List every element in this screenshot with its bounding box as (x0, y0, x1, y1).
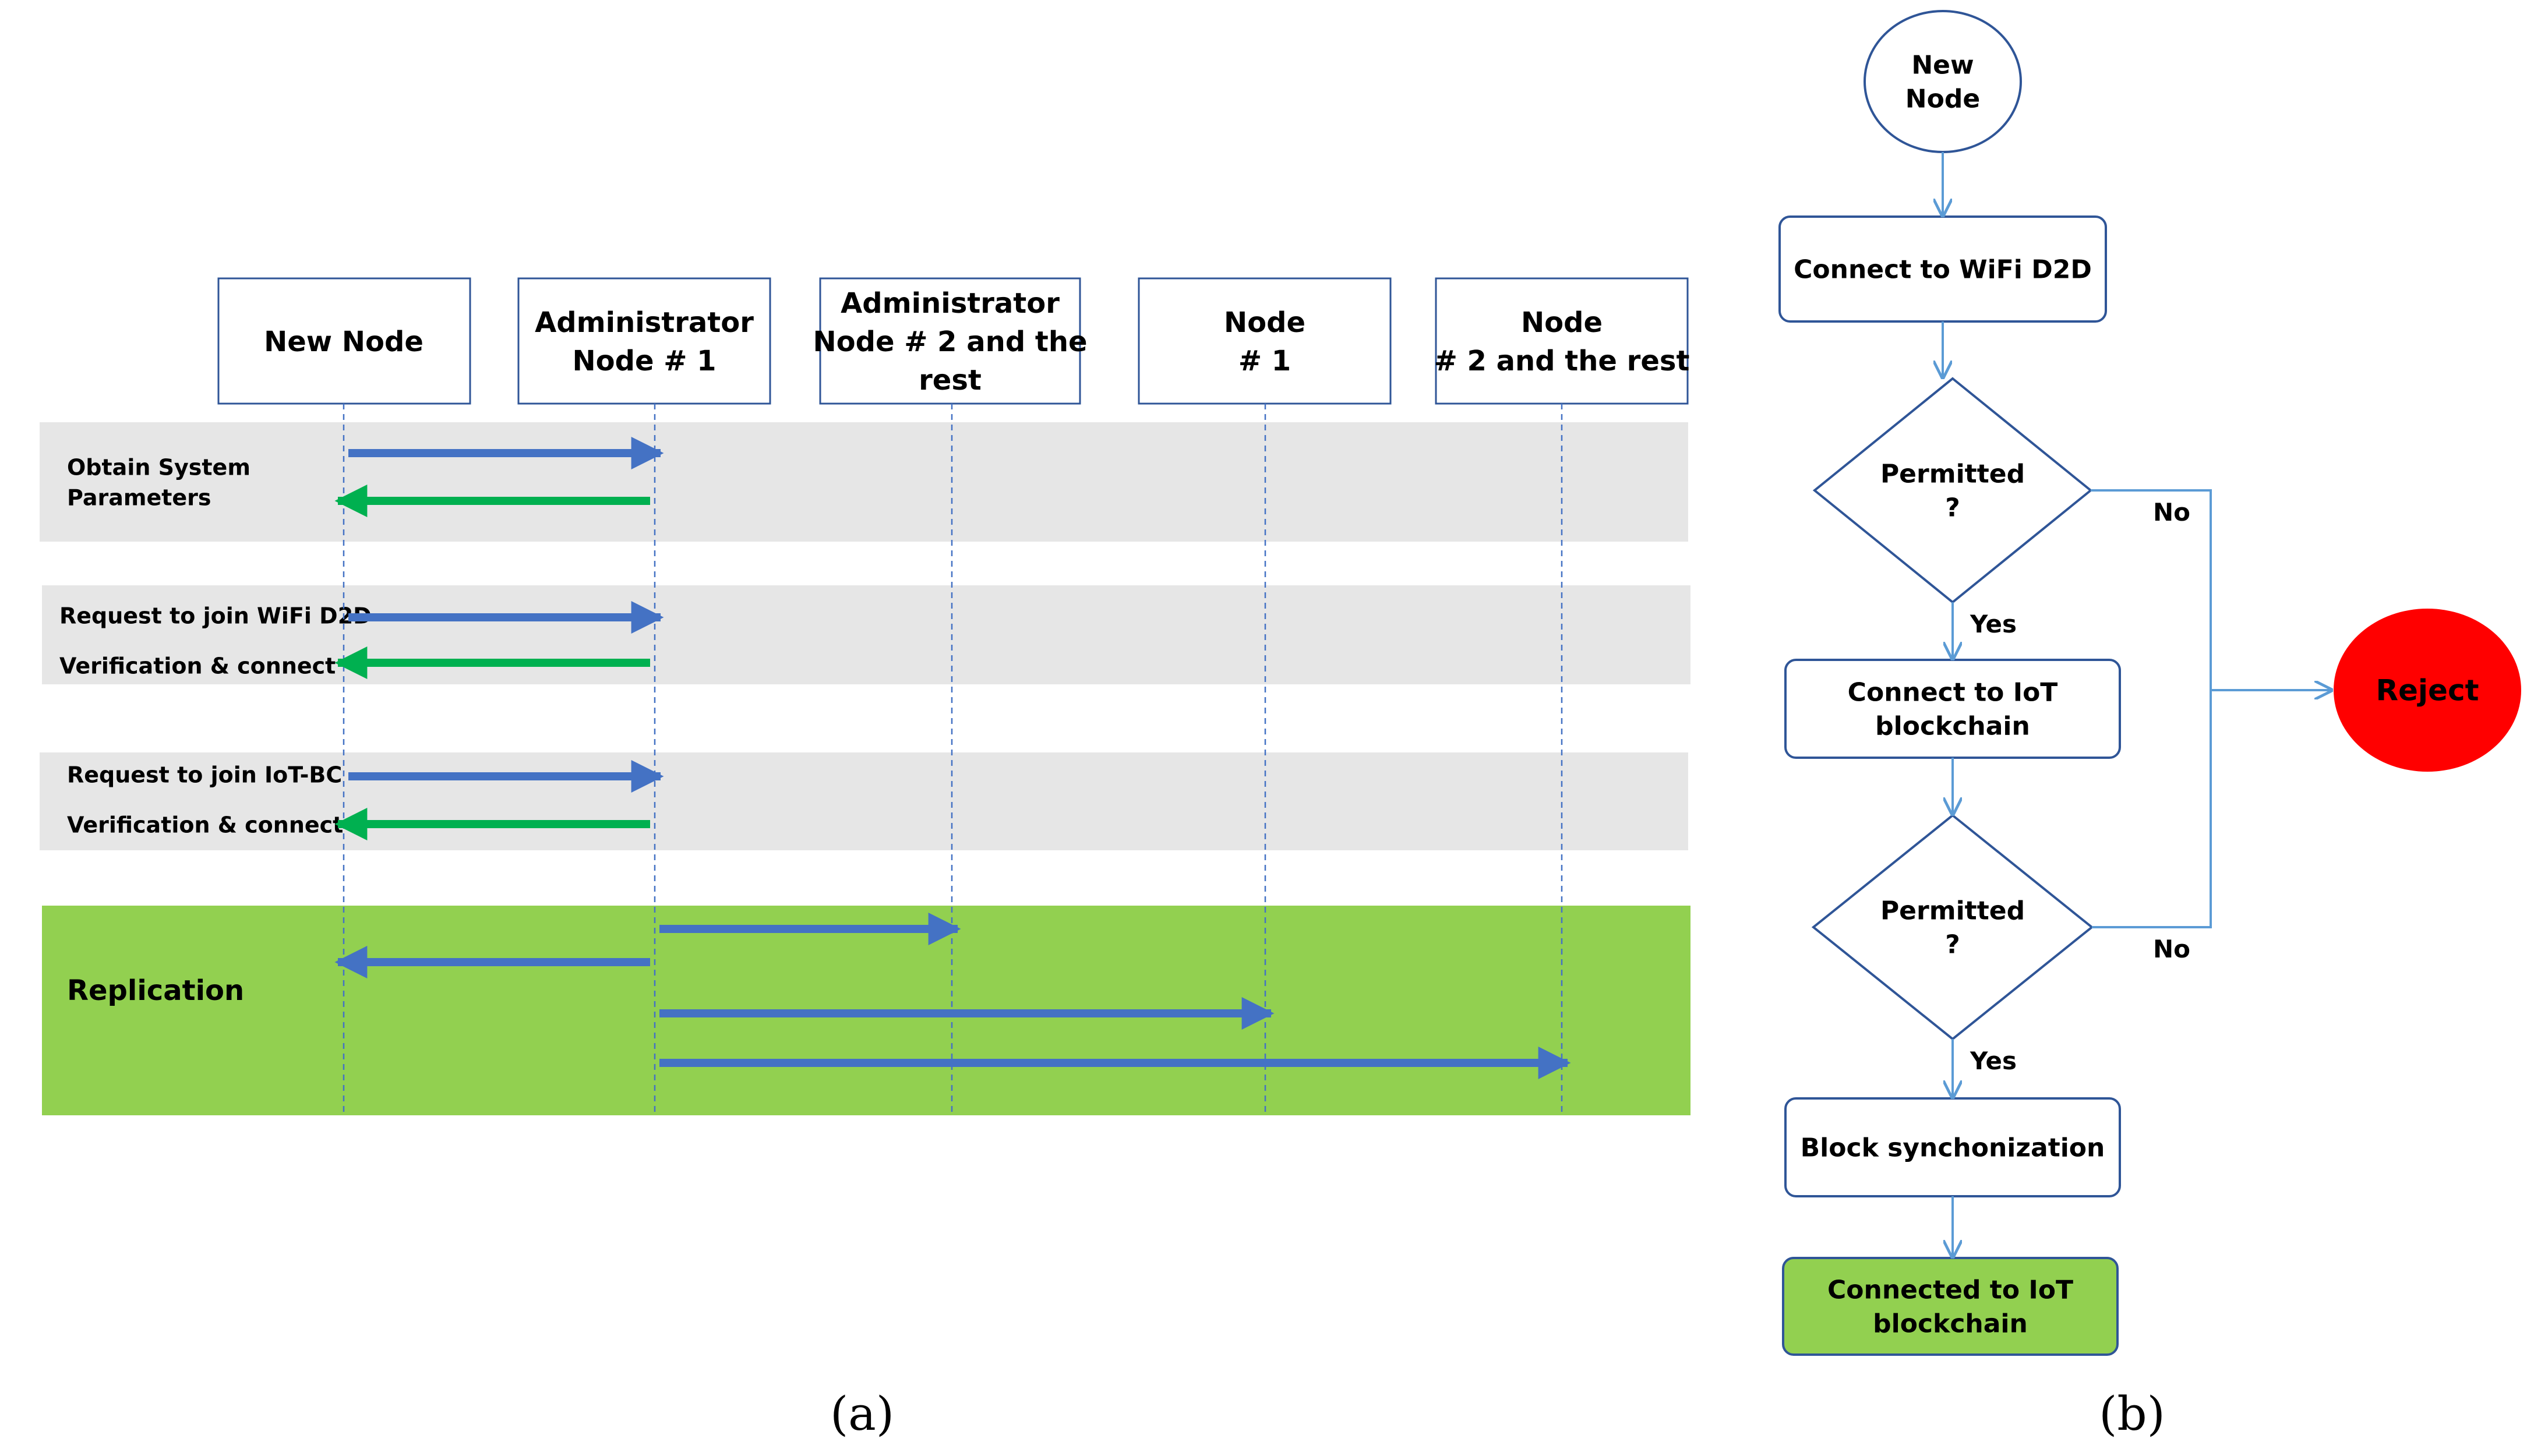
phase-label-obtain-line: Parameters (67, 485, 211, 510)
flow-label-connect_iot-line: blockchain (1875, 711, 2030, 741)
flow-label-perm2: Permitted? (1880, 896, 2025, 959)
flow-node-connect_iot (1784, 659, 2121, 759)
participant-label-admin1-line: Administrator (535, 306, 754, 339)
flow-label-connect_iot: Connect to IoT blockchain (1848, 677, 2058, 741)
flow-node-perm1 (1812, 377, 2093, 604)
participant-label-admin2-line: rest (919, 364, 982, 397)
flow-label-start-line: New (1911, 50, 1974, 80)
flow-label-connected-line: Connected to IoT (1827, 1275, 2073, 1305)
flow-label-block_sync-line: Block synchonization (1801, 1133, 2105, 1162)
flow-label-perm2-line: Permitted (1880, 896, 2025, 925)
flow-edge-perm2-to-reject (2092, 689, 2331, 928)
flow-label-perm2-line: ? (1945, 930, 1960, 959)
flow-edge-label-yes: Yes (1970, 1047, 2017, 1075)
phase-label-iotbc-line: Verification & connect (67, 812, 343, 837)
phase-label-wifi-line: Request to join WiFi D2D (59, 603, 372, 628)
flow-label-perm1-line: Permitted (1880, 459, 2025, 489)
participant-label-node2: Node # 2 and the rest (1434, 306, 1690, 377)
phase-label-iotbc: Request to join IoT-BC Verification & con… (67, 762, 343, 837)
participant-label-new-line: New Node (264, 326, 423, 358)
flow-edge-label-no: No (2153, 498, 2190, 526)
flow-node-perm2 (1811, 814, 2094, 1041)
phase-label-wifi: Request to join WiFi D2D Verification & c… (59, 603, 372, 678)
participant-box-node2 (1435, 277, 1689, 405)
participant-label-new: New Node (264, 326, 423, 358)
participant-label-node2-line: # 2 and the rest (1434, 345, 1690, 377)
participant-label-node1-line: # 1 (1238, 345, 1291, 377)
flow-label-connect_wifi: Connect to WiFi D2D (1794, 255, 2092, 284)
flow-label-connect_wifi-line: Connect to WiFi D2D (1794, 255, 2092, 284)
participant-label-node2-line: Node (1521, 306, 1603, 339)
flow-edge-perm1-to-reject (2091, 489, 2331, 690)
phase-label-wifi-line: Verification & connect (59, 653, 336, 678)
flow-label-start-line: Node (1905, 84, 1980, 114)
flow-node-reject (2334, 609, 2521, 772)
participant-label-admin2-line: Node # 2 and the (813, 326, 1087, 358)
phase-label-iotbc-line: Request to join IoT-BC (67, 762, 342, 787)
phase-label-obtain-line: Obtain System (67, 454, 250, 480)
flow-label-block_sync: Block synchonization (1801, 1133, 2105, 1162)
participant-box-admin2 (819, 277, 1081, 405)
flow-edge-label-yes: Yes (1970, 610, 2017, 638)
flow-label-connected-line: blockchain (1873, 1309, 2028, 1338)
flow-node-connected (1782, 1257, 2119, 1356)
participant-box-node1 (1138, 277, 1392, 405)
participant-label-node1-line: Node (1224, 306, 1305, 339)
phase-band-obtain (40, 422, 1688, 542)
phase-label-replication-line: Replication (67, 974, 244, 1007)
flow-label-connected: Connected to IoT blockchain (1827, 1275, 2073, 1338)
flow-label-perm1: Permitted? (1880, 459, 2025, 522)
flow-label-reject: Reject (2376, 674, 2479, 708)
participant-box-new (217, 277, 471, 405)
phase-band-wifi (42, 585, 1690, 684)
participant-label-admin1-line: Node # 1 (572, 345, 716, 377)
flow-edge-label-no: No (2153, 935, 2190, 963)
phase-label-replication: Replication (67, 974, 244, 1007)
caption-a: (a) (830, 1387, 894, 1441)
flow-label-connect_iot-line: Connect to IoT (1848, 677, 2058, 707)
participant-label-admin2-line: Administrator (841, 287, 1060, 320)
flow-label-reject-line: Reject (2376, 674, 2479, 708)
phase-band-iotbc (40, 752, 1688, 850)
flow-label-perm1-line: ? (1945, 493, 1960, 522)
caption-b: (b) (2099, 1387, 2165, 1441)
flow-node-start (1864, 10, 2022, 153)
participant-label-node1: Node # 1 (1224, 306, 1305, 377)
participant-box-admin1 (517, 277, 771, 405)
